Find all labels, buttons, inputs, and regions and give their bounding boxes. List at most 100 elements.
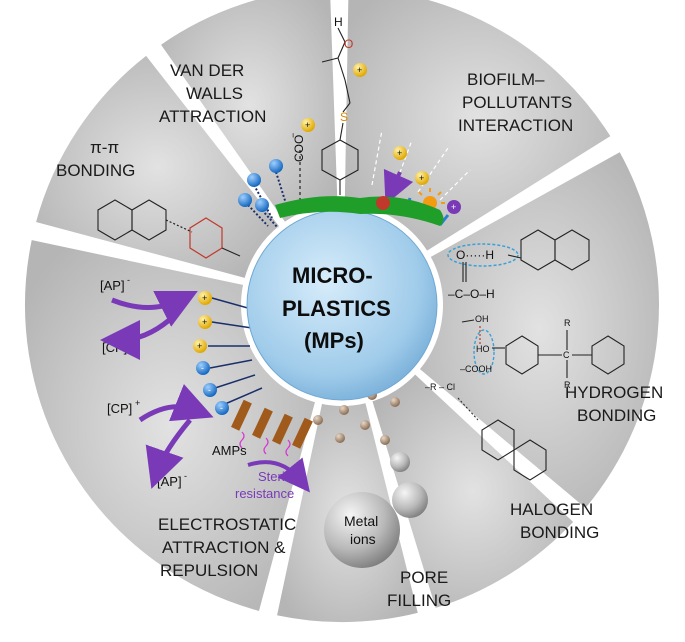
coo-label: COO xyxy=(292,135,306,162)
core-label-line1: MICRO- xyxy=(292,263,373,288)
steric-arrow-icon xyxy=(247,457,311,493)
segment-hydrogen xyxy=(417,149,661,511)
red-pollutant xyxy=(376,196,390,210)
exchange-arrow-icon xyxy=(111,291,198,327)
electro-label-line3: REPULSION xyxy=(160,561,258,580)
metal-ion-large xyxy=(324,492,400,568)
hydrogen-atom: H xyxy=(334,15,343,29)
ap-charge-2: - xyxy=(184,471,187,481)
pi-pi-segment-content: π-π BONDING xyxy=(56,138,241,259)
negative-ion-sign: - xyxy=(208,385,211,395)
negative-ion xyxy=(196,361,210,375)
negative-ion xyxy=(215,401,229,415)
vdw-ball xyxy=(238,193,252,207)
segment-halogen xyxy=(369,371,576,611)
bisphenol-structure xyxy=(492,330,625,378)
metal-label-line1: Metal xyxy=(344,513,378,529)
vdw-label-line3: ATTRACTION xyxy=(159,107,266,126)
positive-ion xyxy=(353,63,367,77)
positive-ion xyxy=(415,171,429,185)
biofilm-label-line2: POLLUTANTS xyxy=(462,93,572,112)
core-label-line2: PLASTICS xyxy=(282,296,391,321)
positive-ion xyxy=(198,315,212,329)
positive-ion xyxy=(301,118,315,132)
halogen-label-line2: BONDING xyxy=(520,523,599,542)
hydrogen-label-line1: HYDROGEN xyxy=(565,383,663,402)
segment-electrostatic xyxy=(23,237,318,614)
hydrogen-label-line2: BONDING xyxy=(577,406,656,425)
r-cl-label: –R – Cl xyxy=(425,382,455,392)
positive-ion xyxy=(198,291,212,305)
electro-label-line2: ATTRACTION & xyxy=(162,538,286,557)
positive-ion-sign: + xyxy=(197,341,202,351)
c-o-h-label: –C–O–H xyxy=(448,287,495,301)
hydrogen-segment-content: HYDROGEN BONDING O·····H –C–O–H OH HO –C… xyxy=(447,229,663,425)
sulfur-atom: S xyxy=(340,110,348,124)
ho-label: HO xyxy=(476,344,490,354)
positive-ion-sign: + xyxy=(305,120,310,130)
amps-squiggles xyxy=(239,431,291,457)
ap-label-2: [AP] xyxy=(157,474,182,489)
positive-ion-sign: + xyxy=(357,65,362,75)
carboxylic-chain xyxy=(321,27,359,195)
amps-bars xyxy=(231,399,313,449)
segment-pi-pi xyxy=(33,53,282,281)
negative-ion-sign: - xyxy=(220,403,223,413)
biofilm-layer xyxy=(275,196,444,226)
amps-label: AMPs xyxy=(212,443,247,458)
steric-label-line1: Steric xyxy=(258,469,292,484)
halogen-label-line1: HALOGEN xyxy=(510,500,593,519)
metal-ion-small xyxy=(390,452,410,472)
r-bottom-label: R xyxy=(564,380,571,390)
positive-ion-sign: + xyxy=(202,317,207,327)
pi-pi-label-line2: BONDING xyxy=(56,161,135,180)
vdw-label-line1: VAN DER xyxy=(170,61,244,80)
pore-label-line2: FILLING xyxy=(387,591,451,610)
vdw-ball xyxy=(255,198,269,212)
biofilm-label-line1: BIOFILM– xyxy=(467,70,545,89)
purple-ion-sign: + xyxy=(451,202,456,212)
biofilm-label-line3: INTERACTION xyxy=(458,116,573,135)
metal-label-line2: ions xyxy=(350,531,376,547)
benzene-ring-red xyxy=(189,217,223,259)
steric-label-line2: resistance xyxy=(235,486,294,501)
electro-label-line1: ELECTROSTATIC xyxy=(158,515,296,534)
positive-ion-sign: + xyxy=(202,293,207,303)
cp-label-2: [CP] xyxy=(107,401,132,416)
purple-ion xyxy=(447,200,461,214)
electrostatic-segment-content: ELECTROSTATIC ATTRACTION & REPULSION + +… xyxy=(100,275,313,580)
core-label-line3: (MPs) xyxy=(304,328,364,353)
microplastic-core: MICRO- PLASTICS (MPs) xyxy=(246,196,444,401)
exchange-arrow-icon xyxy=(100,313,177,360)
naphthalene-structure xyxy=(97,199,167,241)
r-top-label: R xyxy=(564,318,571,328)
coo-charge: − xyxy=(288,133,298,138)
pi-pi-label-line1: π-π xyxy=(90,138,119,157)
ap-label-1: [AP] xyxy=(100,278,125,293)
naphthalene-structure xyxy=(520,229,590,271)
pi-ring-bond xyxy=(221,247,241,257)
ap-charge-1: - xyxy=(127,275,130,285)
hbond-highlight xyxy=(473,329,495,375)
halogen-segment-content: HALOGEN BONDING –R – Cl xyxy=(425,382,599,542)
cooh-label: –COOH xyxy=(460,364,492,374)
pore-label-line1: PORE xyxy=(400,568,448,587)
c-center-label: C xyxy=(563,350,570,360)
ion-chains xyxy=(208,297,263,405)
vdw-label-line2: WALLS xyxy=(186,84,243,103)
oh-label: OH xyxy=(475,314,489,324)
positive-ion xyxy=(193,339,207,353)
o-h-bond-label: O·····H xyxy=(456,248,494,262)
purple-arrow-icon xyxy=(383,168,414,205)
coo-group: COO − + xyxy=(288,118,315,200)
hbond-highlight xyxy=(447,243,519,267)
oxygen-atom: O xyxy=(344,37,353,51)
positive-ion-sign: + xyxy=(397,148,402,158)
metal-ion-medium xyxy=(392,482,428,518)
pi-stack-dotted-line xyxy=(165,219,193,233)
negative-ion-sign: - xyxy=(201,363,204,373)
exchange-arrow-icon xyxy=(145,418,192,489)
positive-ion-sign: + xyxy=(419,173,424,183)
vdw-ball xyxy=(247,173,261,187)
